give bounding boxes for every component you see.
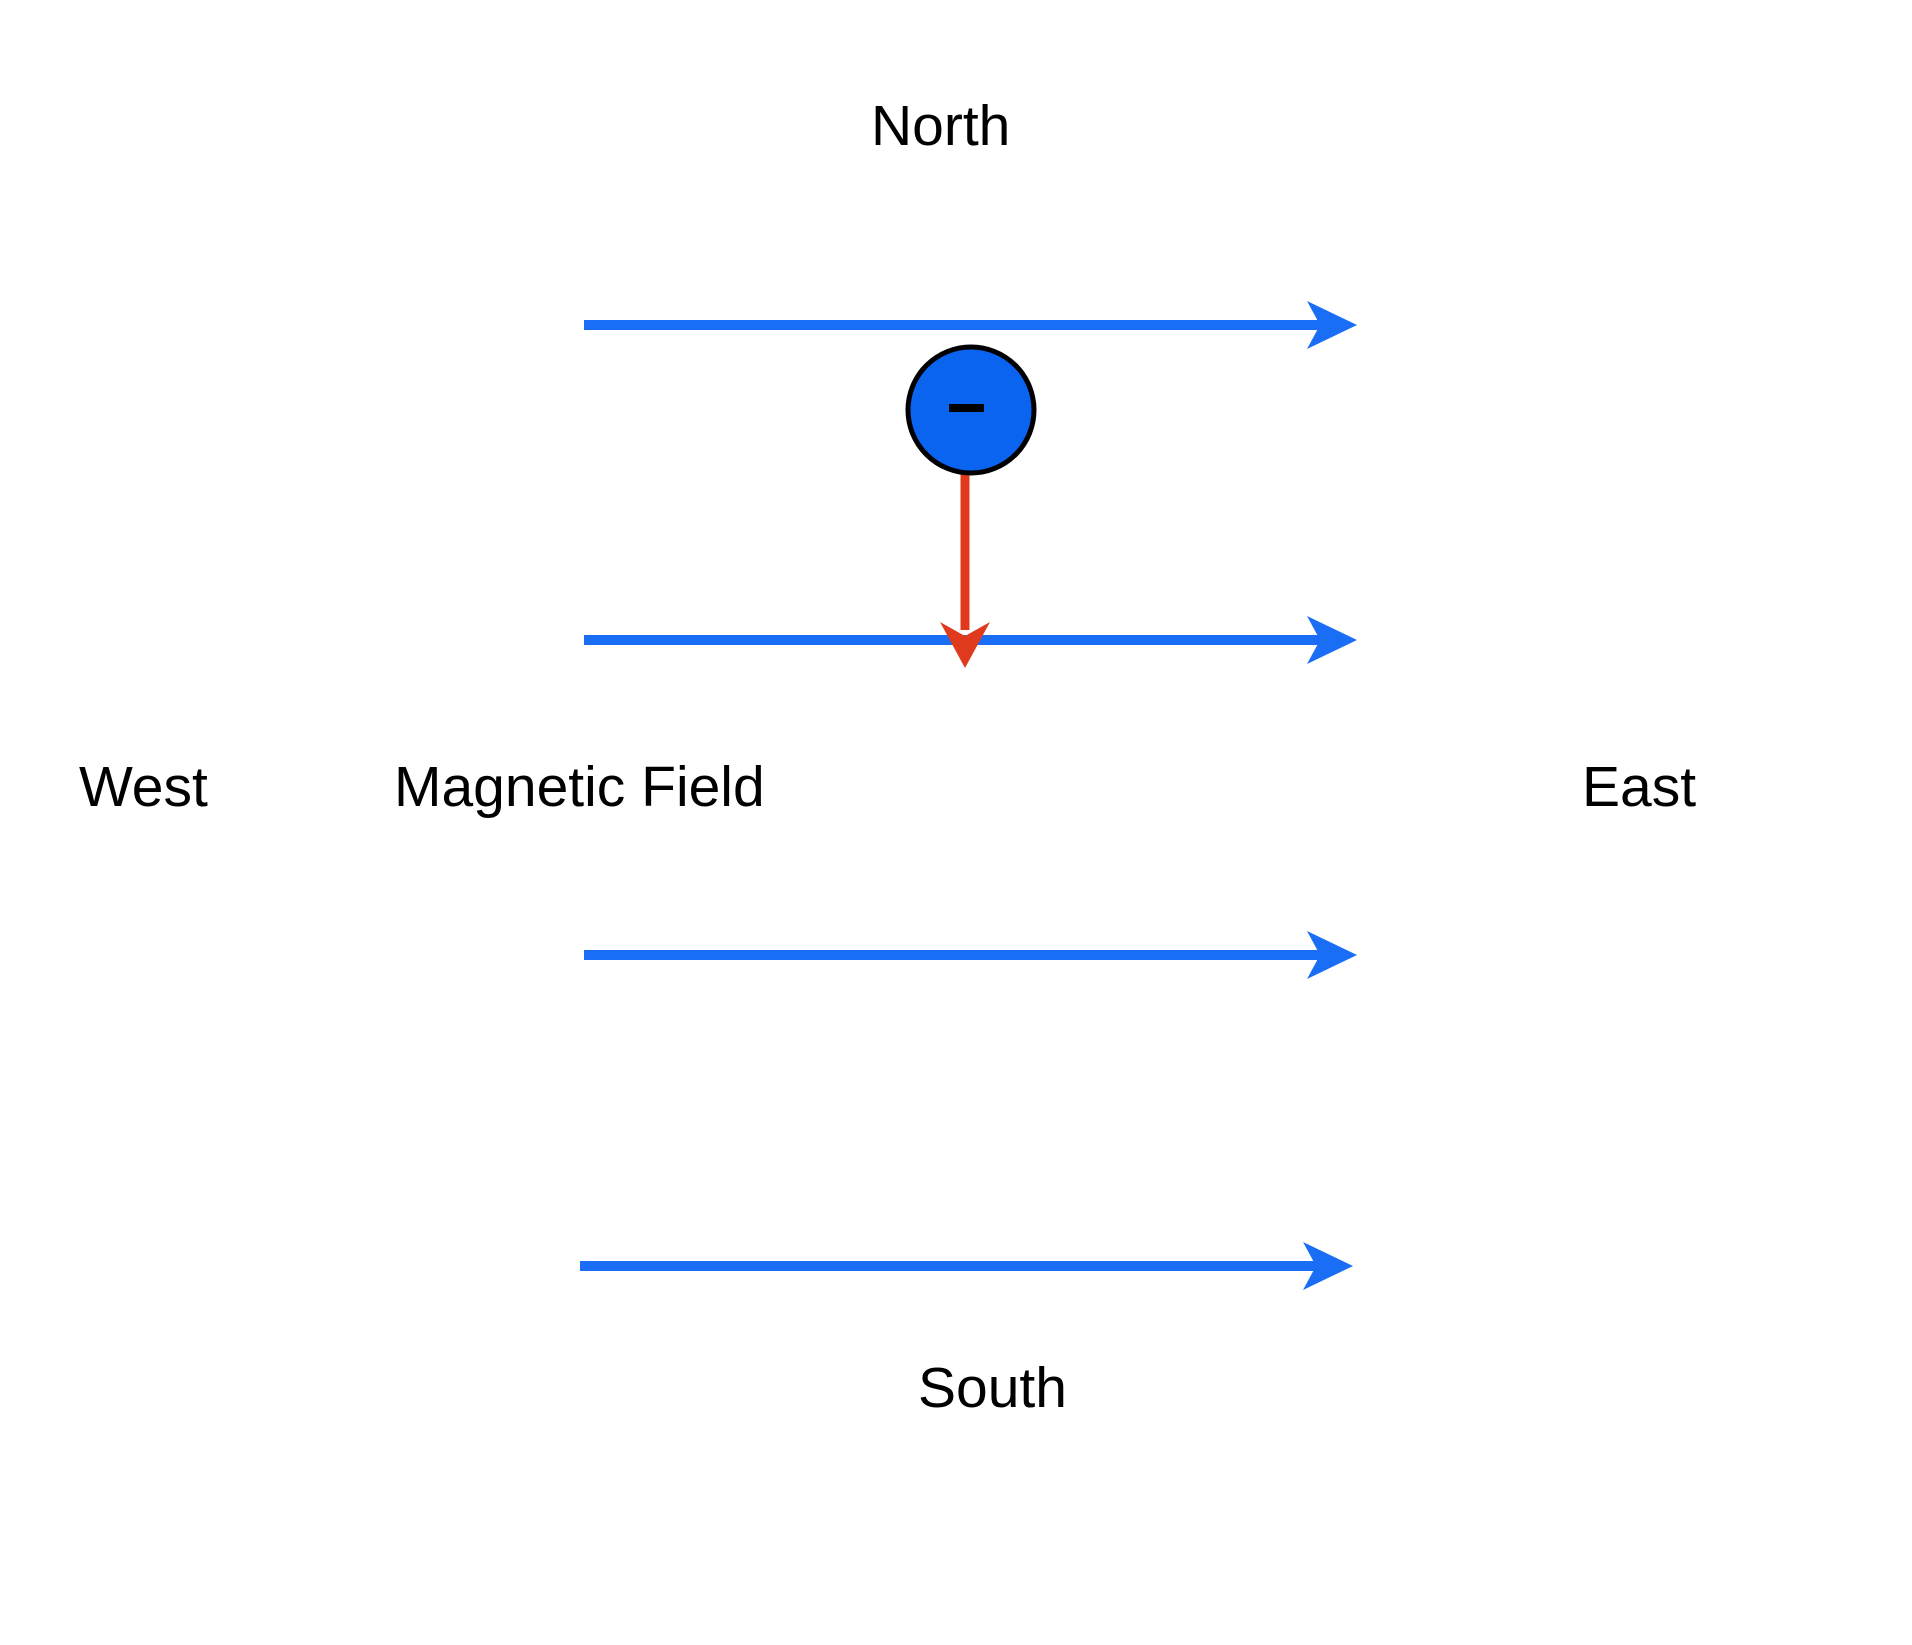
field-line-1-arrowhead-icon — [1307, 301, 1357, 349]
force-arrowhead-icon — [940, 622, 990, 668]
field-line-4-arrowhead-icon — [1303, 1242, 1353, 1290]
minus-sign-icon — [949, 404, 984, 412]
field-line-1 — [584, 301, 1357, 349]
field-line-3 — [584, 931, 1357, 979]
west-label: West — [79, 755, 208, 819]
east-label: East — [1582, 755, 1697, 819]
negative-charge-icon — [905, 344, 1037, 476]
force-arrow — [940, 472, 990, 668]
field-line-2-arrowhead-icon — [1307, 616, 1357, 664]
field-line-3-arrowhead-icon — [1307, 931, 1357, 979]
north-label: North — [871, 94, 1011, 158]
south-label: South — [918, 1356, 1067, 1420]
magnetic-field-label: Magnetic Field — [394, 755, 765, 819]
field-line-4 — [580, 1242, 1353, 1290]
